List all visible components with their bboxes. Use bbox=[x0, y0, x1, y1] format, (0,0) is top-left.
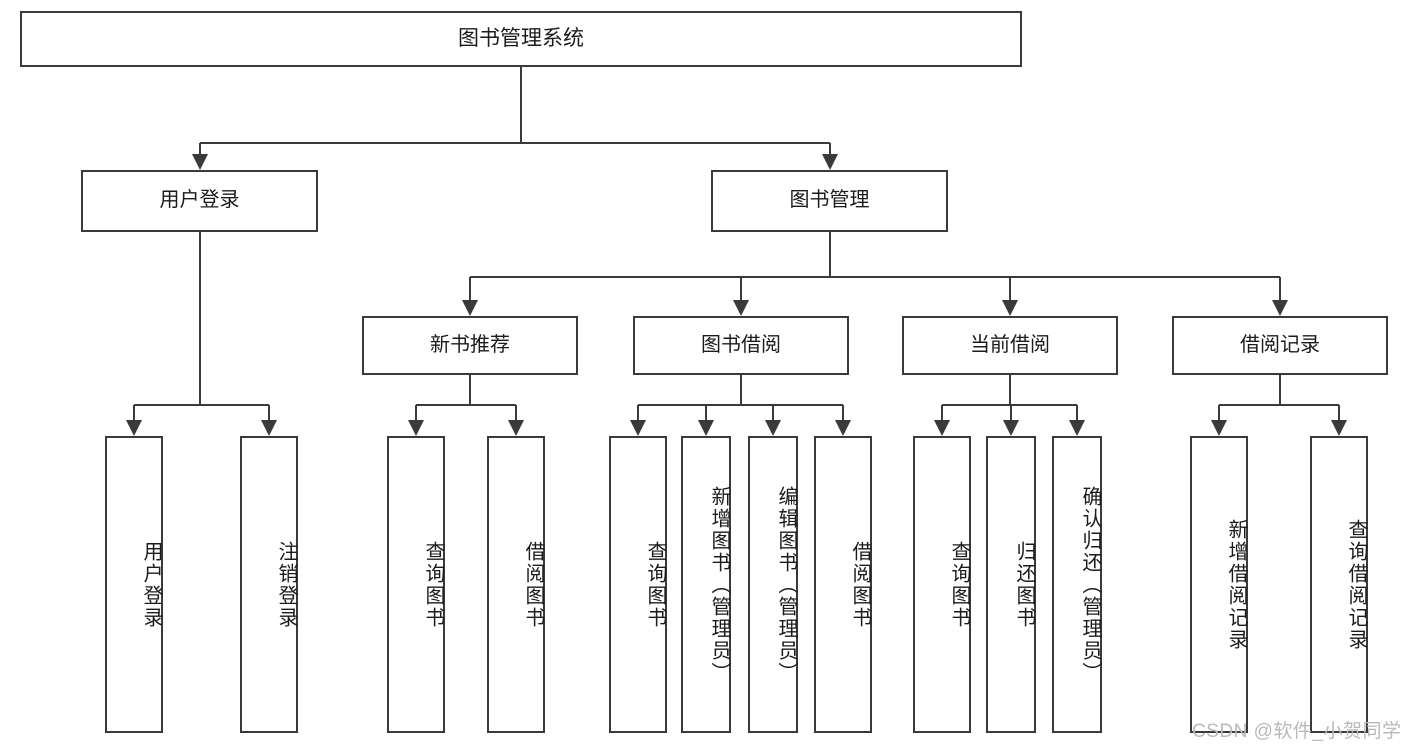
arrowhead-icon bbox=[408, 420, 424, 436]
node-label: 借阅图书 bbox=[849, 540, 871, 629]
arrowhead-icon bbox=[765, 420, 781, 436]
node-leaf-borrow-book-recommend[interactable]: 借阅图书 bbox=[487, 436, 545, 733]
connector-bus bbox=[134, 404, 269, 406]
arrowhead-icon bbox=[835, 420, 851, 436]
node-label: 新增借阅记录 bbox=[1225, 518, 1247, 651]
connector-drop bbox=[1076, 405, 1078, 420]
connector-stem bbox=[740, 375, 742, 405]
node-label: 图书管理 bbox=[789, 189, 870, 212]
arrowhead-icon bbox=[1211, 420, 1227, 436]
node-root-system[interactable]: 图书管理系统 bbox=[20, 11, 1022, 67]
node-borrow-record[interactable]: 借阅记录 bbox=[1172, 316, 1388, 375]
node-book-management[interactable]: 图书管理 bbox=[711, 170, 948, 232]
node-leaf-edit-book-admin[interactable]: 编辑图书（管理员） bbox=[748, 436, 798, 733]
arrowhead-icon bbox=[508, 420, 524, 436]
connector-drop bbox=[1279, 277, 1281, 300]
arrowhead-icon bbox=[1069, 420, 1085, 436]
node-label: 查询图书 bbox=[422, 540, 444, 629]
connector-bus bbox=[470, 276, 1280, 278]
node-label: 新书推荐 bbox=[430, 333, 510, 356]
node-label: 确认归还（管理员） bbox=[1079, 485, 1101, 684]
connector-drop bbox=[637, 405, 639, 420]
connector-drop bbox=[1009, 277, 1011, 300]
node-label: 用户登录 bbox=[140, 540, 162, 629]
node-label: 图书借阅 bbox=[701, 333, 781, 356]
connector-stem bbox=[469, 375, 471, 405]
connector-drop bbox=[469, 277, 471, 300]
node-leaf-confirm-return-admin[interactable]: 确认归还（管理员） bbox=[1052, 436, 1102, 733]
node-label: 查询图书 bbox=[948, 540, 970, 629]
arrowhead-icon bbox=[1272, 300, 1288, 316]
connector-drop bbox=[198, 143, 201, 154]
node-user-login[interactable]: 用户登录 bbox=[81, 170, 318, 232]
arrowhead-icon bbox=[126, 420, 142, 436]
arrowhead-icon bbox=[1331, 420, 1347, 436]
connector-stem bbox=[828, 232, 831, 277]
node-leaf-add-book-admin[interactable]: 新增图书（管理员） bbox=[681, 436, 731, 733]
connector-drop bbox=[133, 405, 135, 420]
connector-bus bbox=[638, 404, 843, 406]
node-label: 当前借阅 bbox=[970, 333, 1050, 356]
arrowhead-icon bbox=[1003, 420, 1019, 436]
connector-drop bbox=[1218, 405, 1220, 420]
node-label: 归还图书 bbox=[1013, 540, 1035, 629]
arrowhead-icon bbox=[698, 420, 714, 436]
node-new-book-recommend[interactable]: 新书推荐 bbox=[362, 316, 578, 375]
connector-drop bbox=[415, 405, 417, 420]
connector-drop bbox=[705, 405, 707, 420]
node-leaf-return-book[interactable]: 归还图书 bbox=[986, 436, 1036, 733]
node-label: 用户登录 bbox=[159, 189, 240, 212]
arrowhead-icon bbox=[821, 154, 838, 170]
node-label: 查询图书 bbox=[644, 540, 666, 629]
arrowhead-icon bbox=[630, 420, 646, 436]
connector-bus bbox=[416, 404, 516, 406]
node-book-borrow[interactable]: 图书借阅 bbox=[633, 316, 849, 375]
connector-drop bbox=[842, 405, 844, 420]
node-label: 查询借阅记录 bbox=[1345, 518, 1367, 651]
connector-bus bbox=[942, 404, 1077, 406]
node-leaf-logout[interactable]: 注销登录 bbox=[240, 436, 298, 733]
connector-drop bbox=[772, 405, 774, 420]
arrowhead-icon bbox=[934, 420, 950, 436]
node-leaf-add-borrow-record[interactable]: 新增借阅记录 bbox=[1190, 436, 1248, 733]
connector-drop bbox=[941, 405, 943, 420]
node-leaf-borrow-book[interactable]: 借阅图书 bbox=[814, 436, 872, 733]
arrowhead-icon bbox=[261, 420, 277, 436]
connector-drop bbox=[515, 405, 517, 420]
connector-drop bbox=[268, 405, 270, 420]
node-label: 注销登录 bbox=[275, 540, 297, 629]
node-label: 编辑图书（管理员） bbox=[775, 485, 797, 684]
arrowhead-icon bbox=[191, 154, 208, 170]
connector-stem bbox=[198, 232, 201, 405]
connector-bus bbox=[1219, 404, 1339, 406]
connector-stem bbox=[1279, 375, 1281, 405]
connector-drop bbox=[1338, 405, 1340, 420]
connector-drop bbox=[740, 277, 742, 300]
connector-drop bbox=[1010, 405, 1012, 420]
node-leaf-query-borrow-record[interactable]: 查询借阅记录 bbox=[1310, 436, 1368, 733]
node-leaf-query-book-current[interactable]: 查询图书 bbox=[913, 436, 971, 733]
node-leaf-query-book-borrow[interactable]: 查询图书 bbox=[609, 436, 667, 733]
node-leaf-query-book-recommend[interactable]: 查询图书 bbox=[387, 436, 445, 733]
arrowhead-icon bbox=[462, 300, 478, 316]
connector-bus bbox=[199, 142, 830, 144]
node-label: 借阅图书 bbox=[522, 540, 544, 629]
node-leaf-user-login[interactable]: 用户登录 bbox=[105, 436, 163, 733]
node-label: 借阅记录 bbox=[1240, 333, 1320, 356]
node-current-borrow[interactable]: 当前借阅 bbox=[902, 316, 1118, 375]
node-label: 新增图书（管理员） bbox=[708, 485, 730, 684]
arrowhead-icon bbox=[1002, 300, 1018, 316]
node-label: 图书管理系统 bbox=[458, 26, 584, 50]
connector-stem bbox=[1009, 375, 1011, 405]
arrowhead-icon bbox=[733, 300, 749, 316]
connector-drop bbox=[828, 143, 831, 154]
connector-stem bbox=[520, 67, 522, 143]
